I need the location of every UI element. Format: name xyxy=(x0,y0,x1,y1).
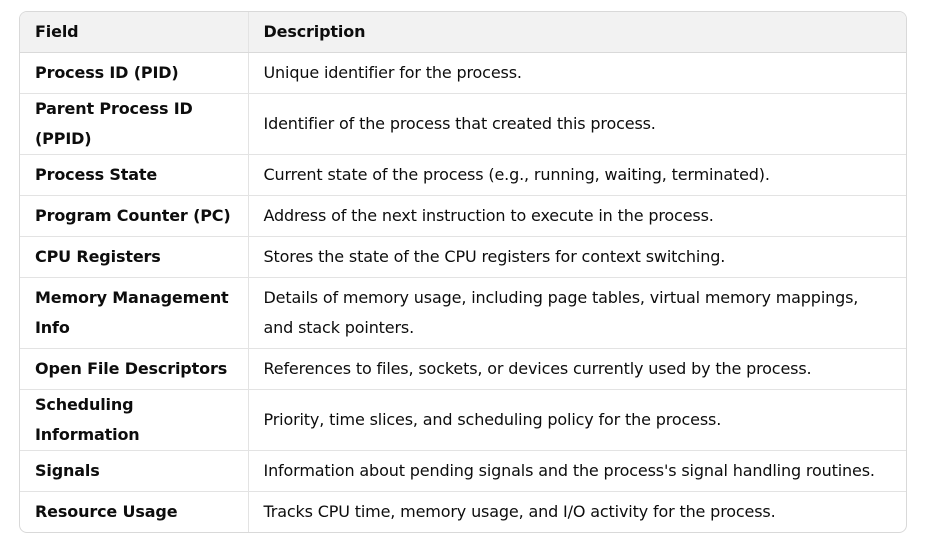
field-cell: Scheduling Information xyxy=(20,389,249,451)
table-header: Field Description xyxy=(20,12,906,53)
column-header-description: Description xyxy=(248,12,906,53)
table-body: Process ID (PID) Unique identifier for t… xyxy=(20,52,906,532)
description-cell: References to files, sockets, or devices… xyxy=(248,348,906,390)
table-row: Signals Information about pending signal… xyxy=(20,450,906,492)
table-row: Scheduling Information Priority, time sl… xyxy=(20,389,906,451)
table-row: Open File Descriptors References to file… xyxy=(20,348,906,390)
column-header-field: Field xyxy=(20,12,249,53)
description-cell: Priority, time slices, and scheduling po… xyxy=(248,389,906,451)
description-cell: Stores the state of the CPU registers fo… xyxy=(248,236,906,278)
table-row: Process ID (PID) Unique identifier for t… xyxy=(20,52,906,94)
field-cell: Parent Process ID (PPID) xyxy=(20,93,249,155)
field-cell: Process State xyxy=(20,154,249,196)
description-cell: Information about pending signals and th… xyxy=(248,450,906,492)
table-row: Program Counter (PC) Address of the next… xyxy=(20,195,906,237)
description-cell: Unique identifier for the process. xyxy=(263,63,522,82)
description-cell: Address of the next instruction to execu… xyxy=(248,195,906,237)
description-cell: Current state of the process (e.g., runn… xyxy=(248,154,906,196)
field-cell: Open File Descriptors xyxy=(20,348,249,390)
table-row: Memory Management Info Details of memory… xyxy=(20,277,906,349)
process-control-block-table-container: Field Description Process ID (PID) Uniqu… xyxy=(19,11,907,533)
header-row: Field Description xyxy=(20,12,906,53)
description-cell: Identifier of the process that created t… xyxy=(248,93,906,155)
field-cell: Memory Management Info xyxy=(20,277,249,349)
table-row: CPU Registers Stores the state of the CP… xyxy=(20,236,906,278)
field-cell: Signals xyxy=(20,450,249,492)
field-cell: Process ID (PID) xyxy=(20,52,249,94)
process-control-block-table: Field Description Process ID (PID) Uniqu… xyxy=(20,12,906,532)
field-cell: Program Counter (PC) xyxy=(20,195,249,237)
table-row: Process State Current state of the proce… xyxy=(20,154,906,196)
description-cell: Details of memory usage, including page … xyxy=(248,277,906,349)
field-cell: CPU Registers xyxy=(20,236,249,278)
table-row: Parent Process ID (PPID) Identifier of t… xyxy=(20,93,906,155)
